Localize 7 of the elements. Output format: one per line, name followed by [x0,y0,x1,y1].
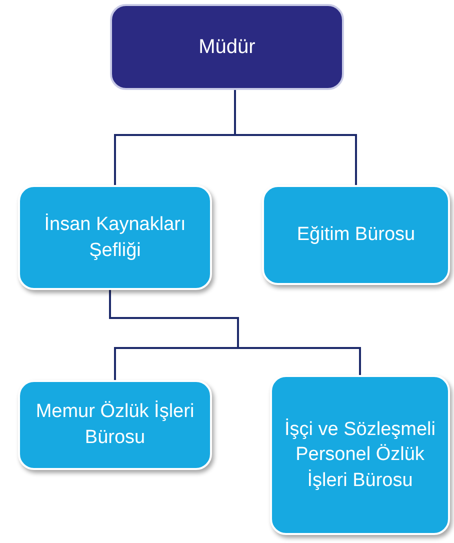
department-box: İşçi ve Sözleşmeli Personel Özlük İşleri Bürosu [270,375,450,535]
department-box: Memur Özlük İşleri Bürosu [18,380,212,470]
director-box: Müdür [110,4,344,90]
department-box: Eğitim Bürosu [262,185,450,285]
connector-line [109,290,361,375]
department-box: İnsan Kaynakları Şefliği [18,185,212,290]
connector-line [234,90,357,185]
